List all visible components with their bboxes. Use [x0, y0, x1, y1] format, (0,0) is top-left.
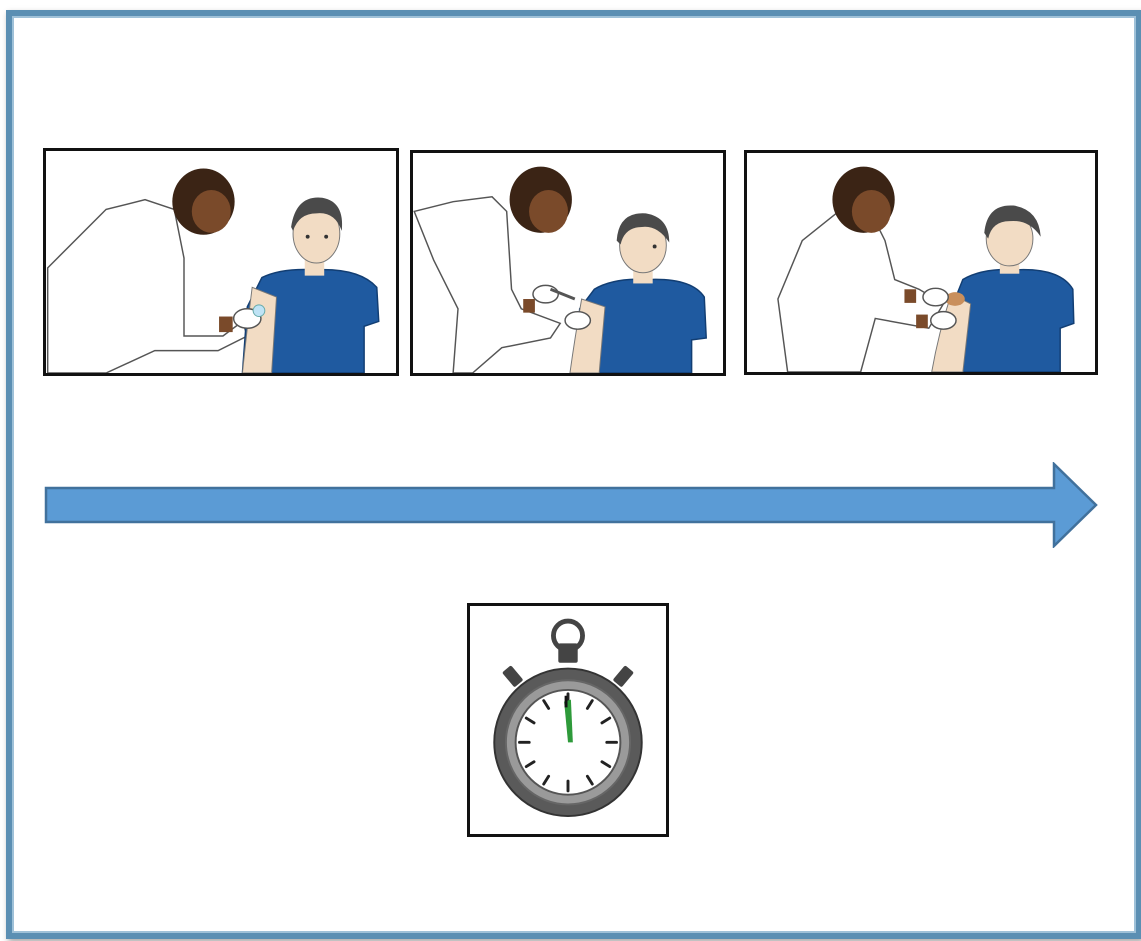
stopwatch-panel: [467, 603, 669, 837]
nurse-applying-bandage-illustration: [747, 153, 1095, 372]
timeline-arrow-icon: [44, 462, 1100, 548]
nurse-cleaning-arm-illustration: [46, 151, 396, 373]
step-1-panel: [43, 148, 399, 376]
stopwatch-icon: [470, 606, 666, 834]
step-2-panel: [410, 150, 726, 376]
step-3-panel: [744, 150, 1098, 375]
nurse-giving-injection-illustration: [413, 153, 723, 373]
